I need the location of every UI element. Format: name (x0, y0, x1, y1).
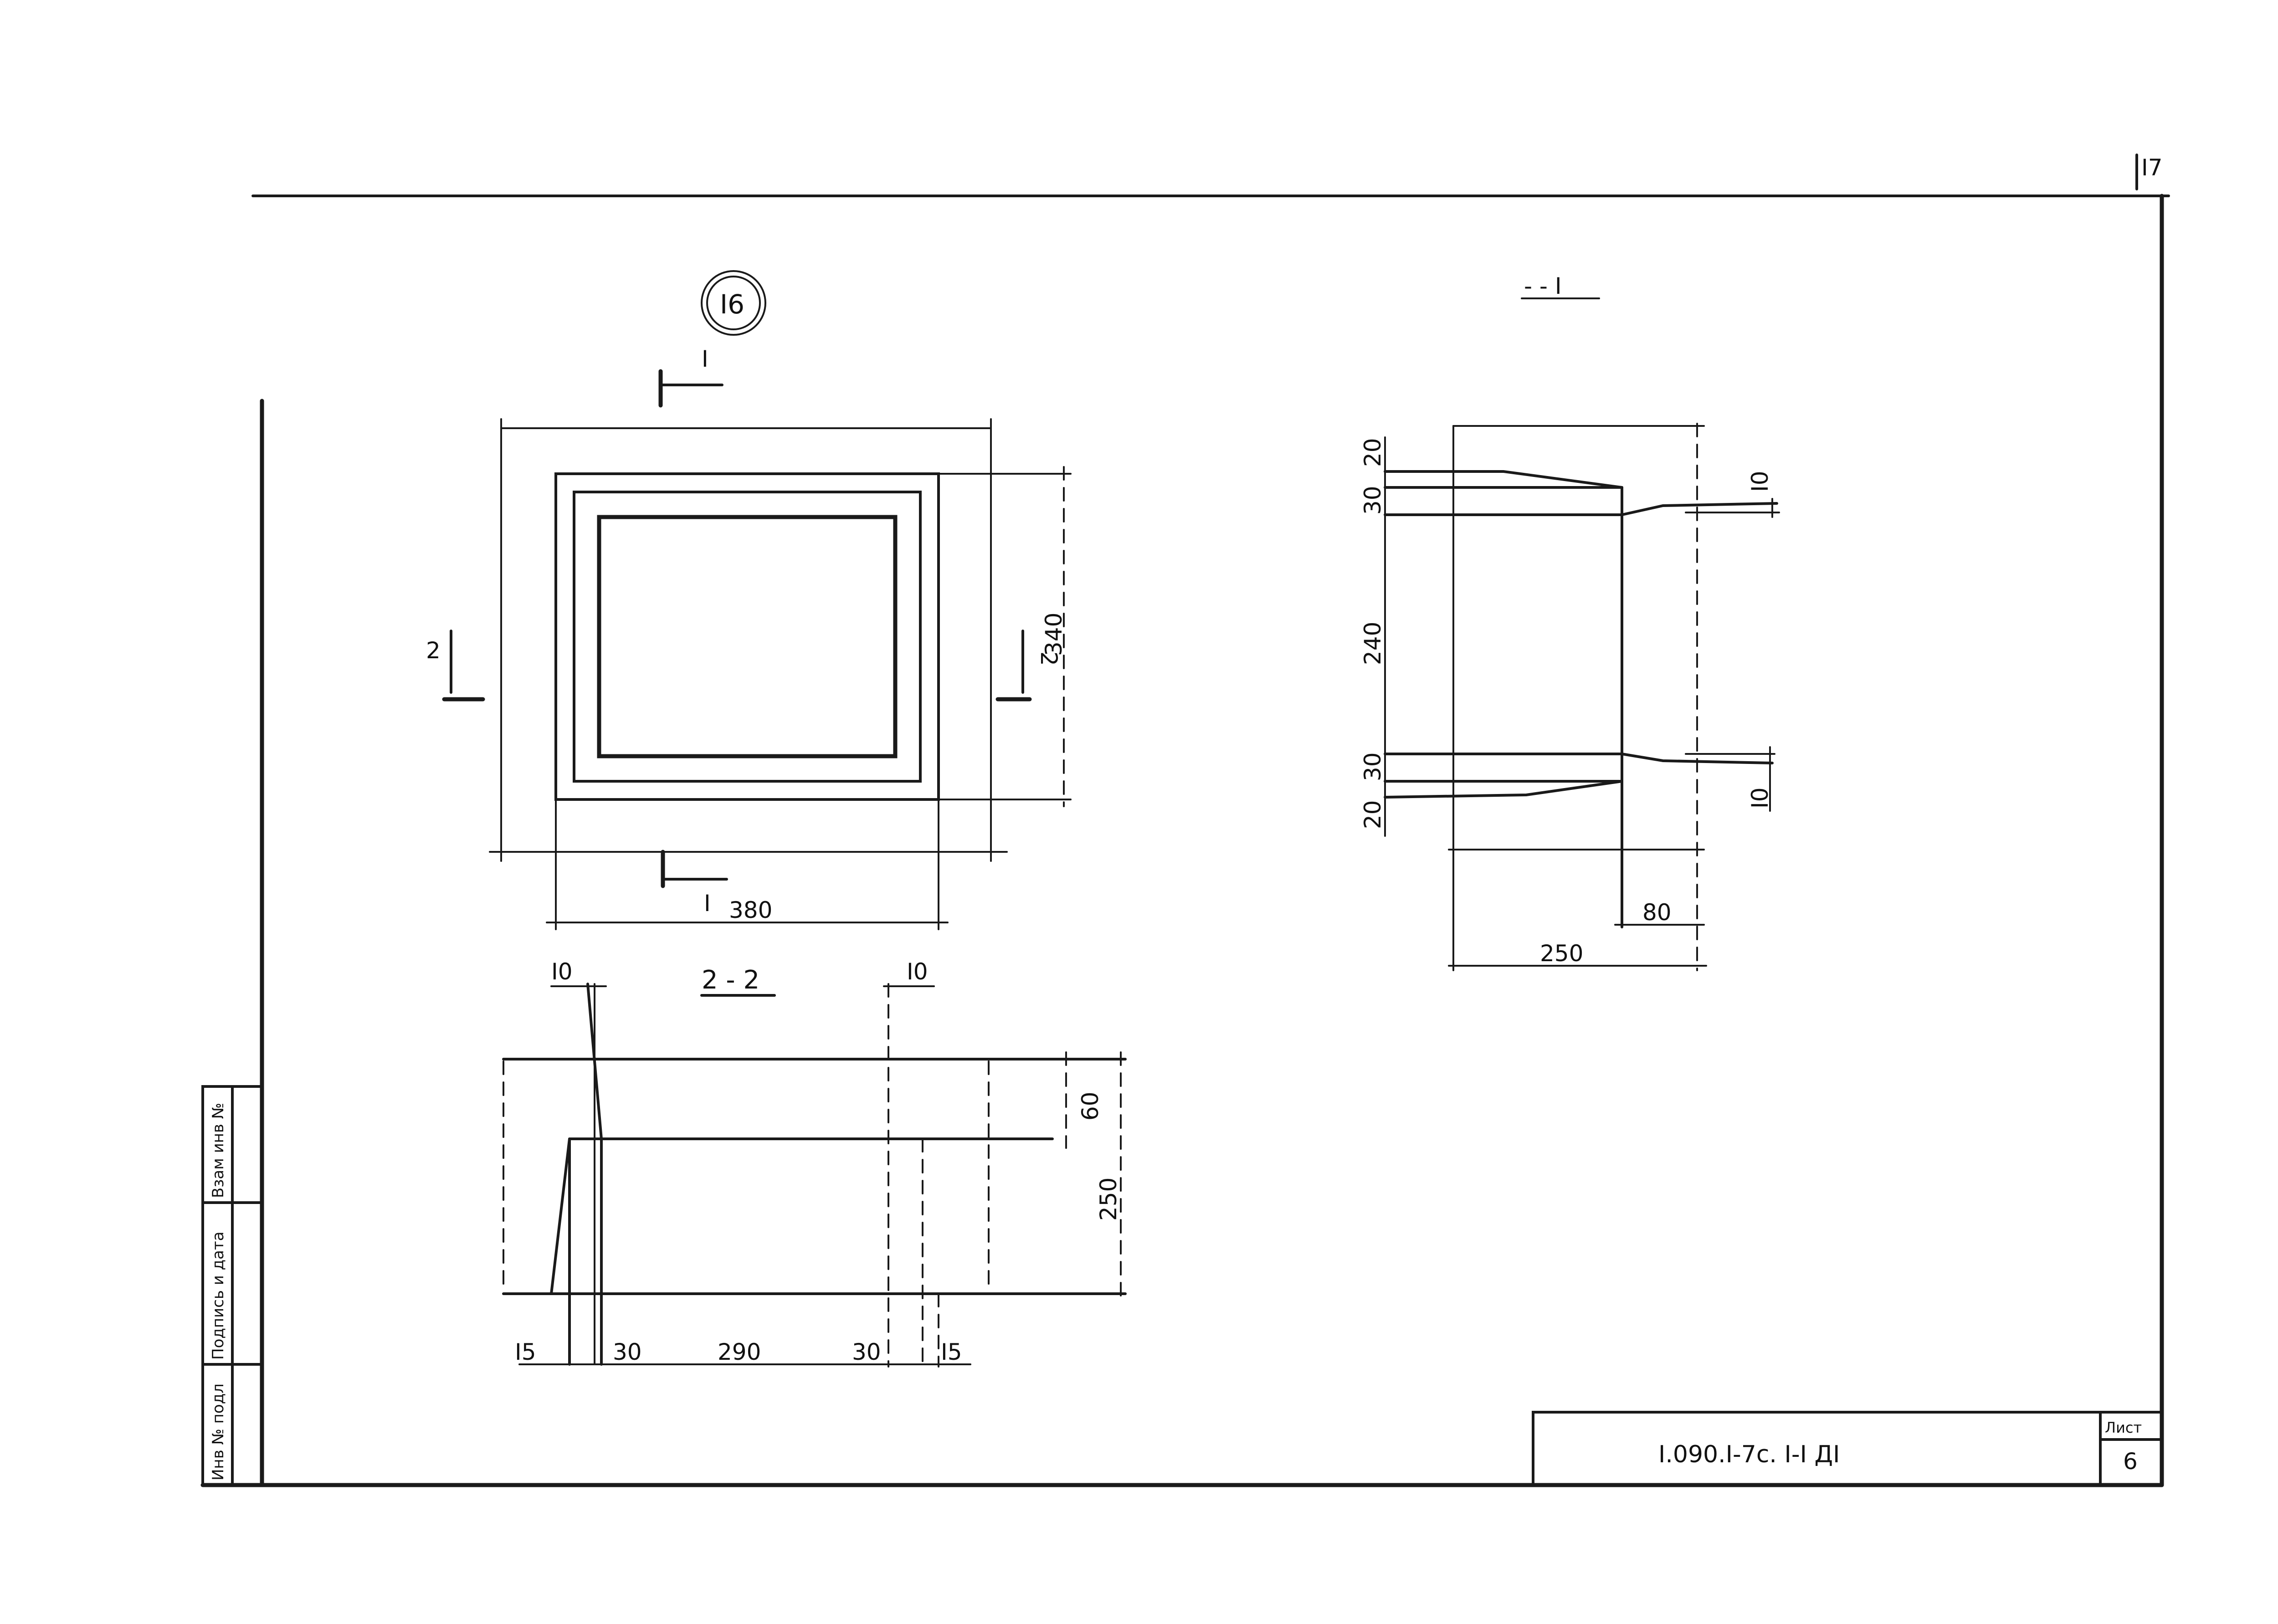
plan-section-2-left: 2 (426, 637, 441, 664)
section-1-1-dim-left-4: 30 (1360, 752, 1386, 781)
section-2-2-dim-right-total: 250 (1095, 1178, 1122, 1221)
section-1-1 (1384, 297, 1780, 971)
plan-dim-height: 340 (1041, 613, 1067, 656)
side-stamp-replace: Взам инв № (209, 1103, 227, 1198)
section-2-2-dim-right-top: 60 (1077, 1091, 1103, 1121)
title-block (1532, 1411, 2163, 1486)
section-1-1-dim-left-3: 240 (1360, 622, 1386, 665)
section-1-1-dim-left-2: 30 (1360, 486, 1386, 515)
section-1-1-dim-left-5: 20 (1360, 800, 1386, 829)
section-2-2-dim-top-left: I0 (551, 958, 573, 985)
plan-dim-width: 380 (729, 897, 772, 923)
section-2-2-dim-top-right: I0 (907, 958, 928, 985)
section-1-1-dim-bottom-right: 80 (1642, 899, 1672, 926)
plan-section-1-bottom: I (704, 890, 711, 917)
section-2-2-title: 2 - 2 (702, 965, 759, 995)
sheet-frame (200, 154, 2170, 1487)
section-2-2-dim-bottom-1: I5 (515, 1339, 536, 1365)
side-stamp-signature: Подпись и дата (209, 1231, 227, 1360)
section-1-1-dim-right-bottom: I0 (1747, 787, 1773, 809)
section-2-2-dim-bottom-4: 30 (852, 1339, 881, 1365)
section-2-2 (502, 983, 1127, 1368)
section-2-2-dim-bottom-5: I5 (941, 1339, 962, 1365)
section-1-1-title: - - I (1524, 273, 1562, 299)
section-1-1-dim-left-1: 20 (1360, 438, 1386, 467)
plan-mark: I6 (720, 289, 744, 320)
plan-view (442, 270, 1072, 930)
title-designation: I.090.I-7c. I-I ДI (1658, 1441, 1840, 1468)
section-1-1-dim-bottom-total: 250 (1540, 940, 1583, 967)
plan-section-2-right: 2 (1036, 651, 1062, 666)
title-sheet-label: Лист (2105, 1419, 2142, 1436)
sheet-corner-number: I7 (2141, 154, 2163, 181)
title-sheet-number: 6 (2123, 1448, 2138, 1475)
side-stamp-inventory: Инв № подл (209, 1383, 227, 1481)
section-2-2-dim-bottom-3: 290 (718, 1339, 761, 1365)
section-1-1-dim-right-top: I0 (1747, 471, 1773, 492)
side-stamp (201, 1085, 263, 1486)
section-2-2-dim-bottom-2: 30 (613, 1339, 642, 1365)
plan-section-1-top: I (702, 346, 708, 372)
